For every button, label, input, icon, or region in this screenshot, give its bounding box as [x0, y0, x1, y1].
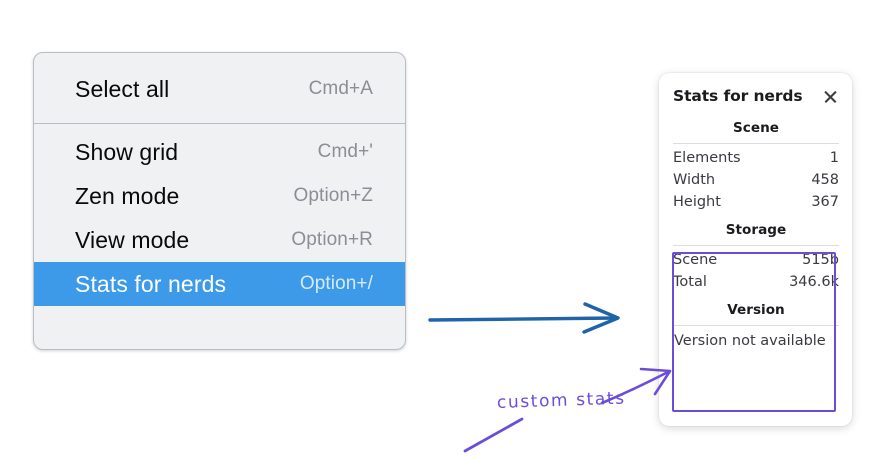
menu-item-shortcut: Cmd+A: [308, 78, 373, 99]
stat-row-storage-total: Total 346.6k: [673, 271, 839, 293]
stats-panel-body: Scene Elements 1 Width 458 Height 367 St…: [659, 111, 852, 353]
menu-item-show-grid[interactable]: Show grid Cmd+': [34, 130, 405, 174]
menu-item-view-mode[interactable]: View mode Option+R: [34, 218, 405, 262]
section-rule: [673, 245, 839, 246]
stat-row-storage-scene: Scene 515b: [673, 249, 839, 271]
context-menu[interactable]: Select all Cmd+A Show grid Cmd+' Zen mod…: [33, 52, 406, 350]
menu-item-shortcut: Cmd+': [317, 141, 373, 162]
menu-item-label: Show grid: [75, 138, 179, 165]
stat-key: Scene: [673, 252, 718, 268]
stats-panel-title: Stats for nerds: [673, 87, 803, 105]
menu-item-select-all[interactable]: Select all Cmd+A: [34, 67, 405, 111]
section-rule: [673, 325, 839, 326]
section-rule: [673, 143, 839, 144]
stat-key: Width: [673, 172, 716, 188]
section-title-version: Version: [727, 302, 785, 318]
stat-value: 367: [811, 194, 839, 210]
purple-underline-stroke: [463, 417, 524, 453]
menu-item-shortcut: Option+Z: [293, 185, 373, 206]
menu-group-2: Show grid Cmd+' Zen mode Option+Z View m…: [34, 124, 405, 324]
version-text: Version not available: [674, 333, 826, 349]
menu-item-shortcut: Option+R: [291, 229, 373, 250]
menu-item-shortcut: Option+/: [299, 273, 373, 294]
section-title-scene: Scene: [733, 120, 779, 136]
menu-item-zen-mode[interactable]: Zen mode Option+Z: [34, 174, 405, 218]
stat-value: 458: [811, 172, 839, 188]
custom-stats-annotation-label: custom stats: [496, 388, 626, 413]
stat-value: 1: [829, 150, 839, 166]
stat-key: Height: [673, 194, 721, 210]
stat-key: Total: [673, 274, 707, 290]
menu-divider: [34, 123, 405, 124]
menu-item-label: Zen mode: [75, 182, 180, 209]
blue-arrow: [428, 302, 620, 334]
stat-row-elements: Elements 1: [673, 147, 839, 169]
menu-item-label: Stats for nerds: [75, 270, 227, 297]
stat-value: 515b: [802, 252, 839, 268]
menu-item-label: Select all: [75, 75, 170, 102]
menu-bottom-padding: [34, 306, 405, 318]
menu-group-1: Select all Cmd+A: [34, 53, 405, 123]
stat-row-height: Height 367: [673, 191, 839, 213]
stat-key: Elements: [673, 150, 741, 166]
stat-row-width: Width 458: [673, 169, 839, 191]
menu-item-stats-for-nerds[interactable]: Stats for nerds Option+/: [34, 262, 405, 306]
section-title-storage: Storage: [725, 222, 787, 238]
stats-panel-header: Stats for nerds: [659, 73, 852, 111]
menu-item-label: View mode: [75, 226, 190, 253]
stat-value: 346.6k: [789, 274, 839, 290]
stats-for-nerds-panel[interactable]: Stats for nerds Scene Elements 1 Width 4…: [659, 73, 852, 426]
close-icon[interactable]: [822, 88, 839, 105]
